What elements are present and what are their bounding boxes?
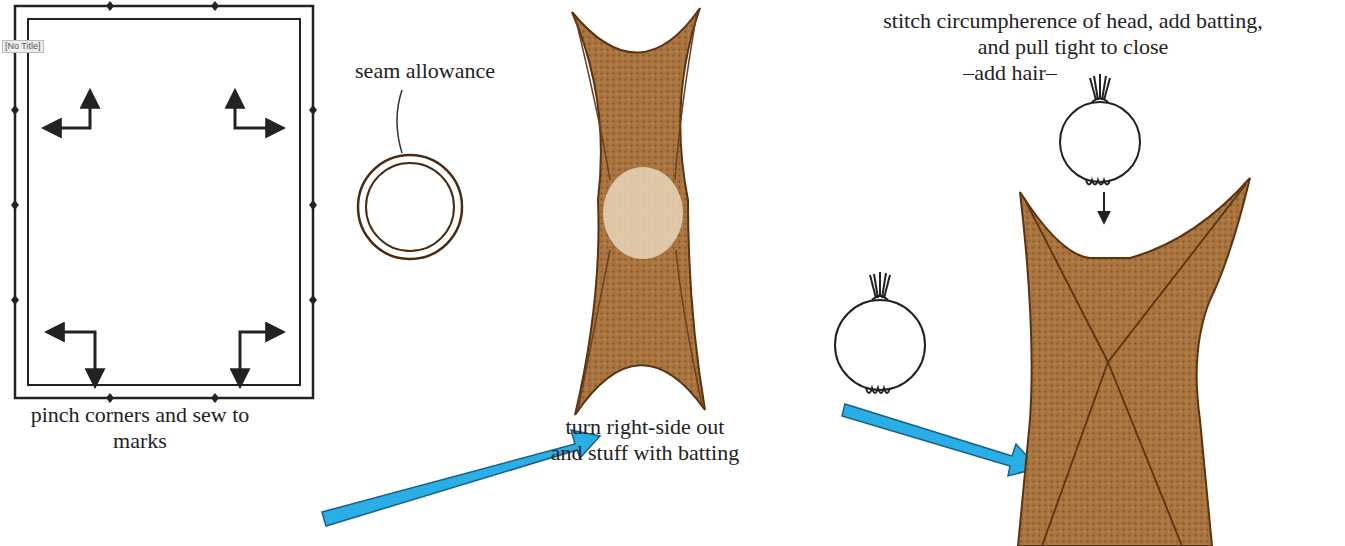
step-note: –add hair– <box>946 60 1074 86</box>
sew-mark <box>106 1 114 11</box>
part-label: seam allowance <box>330 58 520 84</box>
sew-mark <box>11 295 19 305</box>
sew-mark <box>309 105 317 115</box>
sew-mark <box>11 200 19 210</box>
step-caption: stitch circumpherence of head, add batti… <box>868 8 1278 60</box>
doll-body <box>1018 178 1250 546</box>
sew-mark <box>106 393 114 403</box>
step-caption: pinch corners and sew to marks <box>10 402 270 454</box>
sew-mark <box>211 1 219 11</box>
stuffed-body <box>572 8 705 415</box>
head-circle-piece <box>358 155 462 259</box>
stuffed-head <box>835 272 925 393</box>
sew-mark <box>211 393 219 403</box>
step-arrow <box>842 404 1038 476</box>
corner-arrows <box>45 92 282 385</box>
title-tag: [No Title] <box>2 40 44 53</box>
sew-mark <box>309 200 317 210</box>
sew-mark <box>11 105 19 115</box>
sew-mark <box>309 295 317 305</box>
stuffed-head <box>1060 74 1140 222</box>
step-caption: turn right-side out and stuff with batti… <box>548 414 742 466</box>
fabric-rectangle <box>15 6 313 398</box>
leader-line <box>397 90 402 153</box>
sew-marks <box>11 1 317 403</box>
